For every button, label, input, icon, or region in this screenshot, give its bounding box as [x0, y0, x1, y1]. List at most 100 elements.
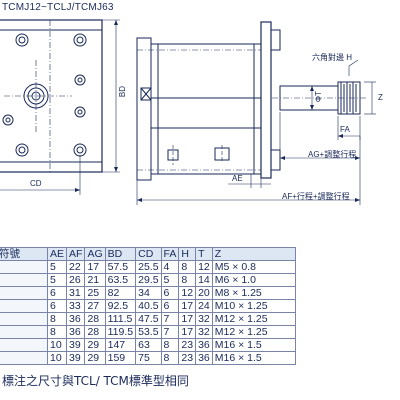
- header-ae: AE: [46, 247, 68, 261]
- table-cell: 5: [46, 260, 68, 274]
- table-cell: [0, 338, 48, 352]
- table-cell: 8: [46, 325, 68, 339]
- table-cell: 47.5: [135, 312, 162, 326]
- table-cell: 22: [66, 260, 86, 274]
- header-h: H: [178, 247, 197, 261]
- header-ag: AG: [84, 247, 106, 261]
- table-cell: 14: [195, 273, 213, 287]
- table-cell: 28: [84, 312, 106, 326]
- table-cell: 8: [160, 338, 180, 352]
- table-cell: 39: [66, 338, 86, 352]
- table-cell: 92.5: [104, 299, 137, 313]
- table-cell: 27: [84, 299, 106, 313]
- table-cell: 75: [135, 351, 162, 365]
- drawing-title: TCMJ12~TCLJ/TCMJ63: [2, 2, 114, 13]
- table-cell: 12: [178, 286, 197, 300]
- table-cell: 63.5: [104, 273, 137, 287]
- table-cell: [0, 312, 48, 326]
- table-cell: 17: [178, 299, 197, 313]
- table-cell: 63: [135, 338, 162, 352]
- hex-across-flats-label: 六角對邊 H: [312, 53, 352, 62]
- header-bd: BD: [104, 247, 137, 261]
- header-fa: FA: [160, 247, 180, 261]
- table-cell: 5: [46, 273, 68, 287]
- header-z: Z: [211, 247, 296, 261]
- table-cell: 36: [66, 325, 86, 339]
- table-cell: 5: [160, 273, 180, 287]
- table-cell: 20: [195, 286, 213, 300]
- table-cell: 36: [195, 351, 213, 365]
- table-cell: 6: [46, 286, 68, 300]
- table-cell: 6: [160, 299, 180, 313]
- table-cell: 159: [104, 351, 137, 365]
- table-cell: M8 × 1.25: [211, 286, 296, 300]
- table-cell: 24: [195, 299, 213, 313]
- table-cell: 119.5: [104, 325, 137, 339]
- footnote: 標注之尺寸與TCL/ TCM標準型相同: [2, 374, 189, 388]
- table-cell: 32: [195, 325, 213, 339]
- fa-dimension-label: FA: [340, 125, 350, 134]
- table-cell: 111.5: [104, 312, 137, 326]
- table-cell: 36: [66, 312, 86, 326]
- table-cell: 29.5: [135, 273, 162, 287]
- table-cell: 6: [46, 299, 68, 313]
- table-cell: M16 × 1.5: [211, 351, 296, 365]
- table-cell: [0, 325, 48, 339]
- table-cell: 57.5: [104, 260, 137, 274]
- table-cell: 32: [195, 312, 213, 326]
- technical-drawing: [0, 19, 376, 205]
- table-cell: 8: [178, 260, 197, 274]
- table-cell: 39: [66, 351, 86, 365]
- table-cell: 33: [66, 299, 86, 313]
- table-cell: M12 × 1.25: [211, 325, 296, 339]
- table-cell: 8: [160, 351, 180, 365]
- table-cell: M16 × 1.5: [211, 338, 296, 352]
- table-cell: [0, 299, 48, 313]
- table-cell: 10: [46, 338, 68, 352]
- cd-dimension-label: CD: [30, 179, 42, 188]
- table-cell: 53.5: [135, 325, 162, 339]
- table-cell: 25: [84, 286, 106, 300]
- table-cell: 10: [46, 351, 68, 365]
- header-cd: CD: [135, 247, 162, 261]
- table-cell: 34: [135, 286, 162, 300]
- table-cell: M5 × 0.8: [211, 260, 296, 274]
- table-cell: 26: [66, 273, 86, 287]
- table-cell: 6: [160, 286, 180, 300]
- table-cell: 23: [178, 351, 197, 365]
- table-cell: 17: [178, 325, 197, 339]
- table-cell: M12 × 1.25: [211, 312, 296, 326]
- z-dimension-label: Z: [378, 93, 383, 102]
- table-cell: 31: [66, 286, 86, 300]
- table-cell: 12: [195, 260, 213, 274]
- table-cell: M6 × 1.0: [211, 273, 296, 287]
- table-cell: 7: [160, 325, 180, 339]
- table-cell: 4: [160, 260, 180, 274]
- header-af: AF: [66, 247, 86, 261]
- ae-dimension-label: AE: [232, 174, 243, 183]
- table-cell: 21: [84, 273, 106, 287]
- table-cell: 29: [84, 351, 106, 365]
- table-cell: 40.5: [135, 299, 162, 313]
- bd-dimension-label: BD: [118, 86, 127, 98]
- table-cell: 7: [160, 312, 180, 326]
- table-cell: 25.5: [135, 260, 162, 274]
- spec-table-header: 符號 AE AF AG BD CD FA H T Z: [0, 247, 296, 261]
- header-symbol: 符號: [0, 247, 48, 261]
- table-cell: 29: [84, 338, 106, 352]
- table-cell: M10 × 1.25: [211, 299, 296, 313]
- ag-dimension-label: AG+調整行程: [308, 150, 357, 159]
- table-cell: 17: [178, 312, 197, 326]
- phi-t-label: ΦT: [314, 91, 323, 103]
- table-cell: 23: [178, 338, 197, 352]
- table-cell: 147: [104, 338, 137, 352]
- table-cell: 36: [195, 338, 213, 352]
